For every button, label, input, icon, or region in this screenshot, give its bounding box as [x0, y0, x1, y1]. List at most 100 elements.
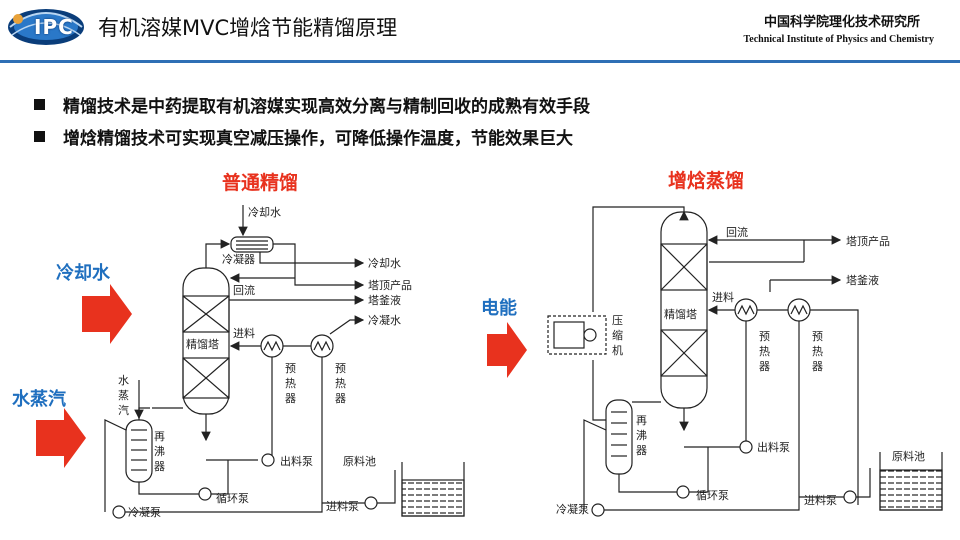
label-bottom-liquid: 塔釜液: [846, 273, 879, 287]
svg-text:预: 预: [812, 330, 823, 343]
label-tank: 原料池: [892, 449, 925, 463]
label-feed: 进料: [233, 326, 255, 340]
label-preheater-1: 预热器: [759, 330, 770, 373]
label-circulation-pump: 循环泵: [216, 492, 249, 505]
preheater-1: [260, 334, 284, 358]
circulation-pump: [676, 485, 690, 499]
label-reflux: 回流: [726, 225, 748, 239]
title-conventional: 普通精馏: [222, 171, 298, 194]
arrow-electric-power-icon: [487, 322, 527, 378]
svg-text:沸: 沸: [636, 429, 647, 442]
label-feed: 进料: [712, 290, 734, 304]
label-discharge-pump: 出料泵: [757, 440, 790, 454]
svg-text:机: 机: [612, 343, 623, 357]
label-discharge-pump: 出料泵: [280, 454, 313, 468]
label-reboiler: 再沸器: [636, 414, 647, 457]
svg-text:器: 器: [335, 392, 346, 405]
ipc-logo-icon: [8, 9, 84, 45]
arrow-cooling-water-icon: [82, 284, 132, 344]
circulation-pump: [198, 487, 212, 501]
org-name-en: Technical Institute of Physics and Chemi…: [743, 34, 934, 45]
arrow-steam-icon: [36, 408, 86, 468]
label-preheater-1: 预热器: [285, 362, 296, 405]
diagram-mvc: [547, 206, 943, 517]
svg-text:器: 器: [636, 444, 647, 457]
column-packing-top: [182, 295, 230, 333]
svg-text:水: 水: [118, 374, 129, 387]
label-preheater-2: 预热器: [335, 362, 346, 405]
label-top-product: 塔顶产品: [368, 278, 412, 292]
label-circulation-pump: 循环泵: [696, 489, 729, 502]
feed-pump: [843, 490, 857, 504]
ipc-logo: IPC: [6, 5, 88, 49]
bullet-square-icon: [34, 98, 45, 110]
svg-text:再: 再: [154, 430, 165, 443]
svg-text:器: 器: [759, 360, 770, 373]
preheater-2: [787, 298, 811, 322]
svg-text:热: 热: [759, 345, 770, 358]
discharge-pump: [739, 440, 753, 454]
label-condenser: 冷凝器: [222, 252, 255, 266]
svg-text:压: 压: [612, 314, 623, 327]
label-column: 精馏塔: [664, 307, 697, 321]
preheater-2: [310, 334, 334, 358]
label-steam-line: 水蒸汽: [118, 374, 129, 417]
column-packing-bottom: [182, 357, 230, 399]
label-cooling-in: 冷却水: [248, 206, 281, 219]
feed-pump: [364, 496, 378, 510]
input-steam: 水蒸汽: [12, 388, 66, 410]
bullet-list: 精馏技术是中药提取有机溶媒实现高效分离与精制回收的成熟有效手段 增焓精馏技术可实…: [34, 88, 590, 152]
label-tank: 原料池: [343, 454, 376, 468]
condensate-pump: [591, 503, 605, 517]
bullet-text: 精馏技术是中药提取有机溶媒实现高效分离与精制回收的成熟有效手段: [63, 96, 590, 117]
input-cooling-water: 冷却水: [56, 262, 111, 284]
reboiler: [605, 399, 633, 475]
bullet-text: 增焓精馏技术可实现真空减压操作，可降低操作温度，节能效果巨大: [63, 128, 573, 149]
svg-text:热: 热: [812, 345, 823, 358]
label-top-product: 塔顶产品: [846, 234, 890, 248]
compressor: [547, 315, 607, 355]
svg-text:预: 预: [759, 330, 770, 343]
svg-text:再: 再: [636, 414, 647, 427]
label-reboiler: 再沸器: [154, 430, 165, 473]
svg-text:热: 热: [335, 377, 346, 390]
raw-material-tank: [401, 479, 465, 517]
diagram-conventional: [104, 205, 465, 519]
svg-text:热: 热: [285, 377, 296, 390]
bullet-item: 精馏技术是中药提取有机溶媒实现高效分离与精制回收的成熟有效手段: [34, 88, 590, 120]
reboiler: [125, 419, 153, 483]
label-cooling-out: 冷却水: [368, 257, 401, 270]
label-compressor: 压缩机: [612, 314, 623, 357]
svg-text:缩: 缩: [612, 329, 623, 342]
logo-text: IPC: [34, 15, 74, 39]
label-feed-pump: 进料泵: [804, 493, 837, 507]
label-reflux: 回流: [233, 283, 255, 297]
svg-text:蒸: 蒸: [118, 389, 129, 402]
label-condensate: 冷凝水: [368, 313, 401, 327]
svg-text:沸: 沸: [154, 445, 165, 458]
discharge-pump: [261, 453, 275, 467]
svg-text:汽: 汽: [118, 403, 129, 417]
input-electric-power: 电能: [481, 297, 517, 319]
label-feed-pump: 进料泵: [326, 499, 359, 513]
raw-material-tank: [879, 469, 943, 511]
label-condensate-pump: 冷凝泵: [556, 502, 589, 516]
svg-text:器: 器: [154, 460, 165, 473]
title-mvc: 增焓蒸馏: [668, 169, 744, 192]
org-name-cn: 中国科学院理化技术研究所: [763, 15, 920, 30]
label-preheater-2: 预热器: [812, 330, 823, 373]
svg-text:预: 预: [285, 362, 296, 375]
label-bottom-liquid: 塔釜液: [368, 293, 401, 307]
condensate-pump: [112, 505, 126, 519]
label-condensate-pump: 冷凝泵: [128, 505, 161, 519]
header-rule: [0, 60, 960, 63]
bullet-square-icon: [34, 130, 45, 142]
preheater-1: [734, 298, 758, 322]
svg-text:器: 器: [285, 392, 296, 405]
header: IPC 有机溶媒MVC增焓节能精馏原理 中国科学院理化技术研究所 Technic…: [0, 0, 960, 58]
svg-text:器: 器: [812, 360, 823, 373]
column-packing-top: [660, 243, 708, 291]
bullet-item: 增焓精馏技术可实现真空减压操作，可降低操作温度，节能效果巨大: [34, 120, 590, 152]
column-packing-bottom: [660, 329, 708, 377]
